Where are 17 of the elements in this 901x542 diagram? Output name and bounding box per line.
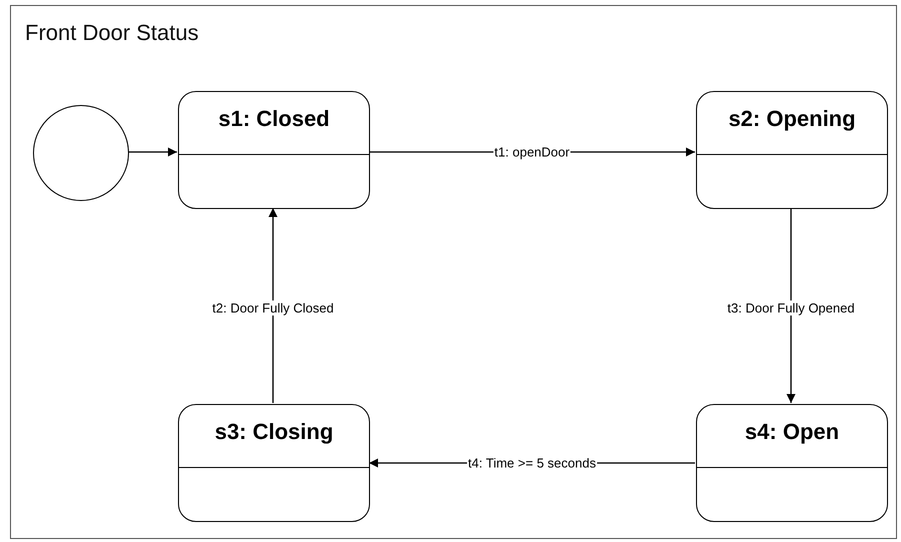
transition-label: t1: openDoor: [493, 144, 571, 160]
state-name: s2: Opening: [727, 106, 857, 132]
state-box: [178, 404, 370, 522]
transition-arrow: [268, 208, 278, 403]
transition-label: t2: Door Fully Closed: [211, 300, 335, 315]
transition-label: t3: Door Fully Opened: [726, 300, 856, 315]
transition-label: t4: Time >= 5 seconds: [467, 456, 597, 470]
state-name: s3: Closing: [214, 419, 334, 445]
state-name: s1: Closed: [217, 106, 331, 132]
state-box: [178, 91, 370, 209]
diagram-frame: [10, 5, 897, 539]
state-box: [696, 404, 888, 522]
state-box: [696, 91, 888, 209]
state-name: s4: Open: [744, 419, 840, 445]
frame-label: Front Door Status: [25, 20, 199, 46]
transition-arrow: [128, 148, 177, 156]
transition-arrow: [786, 208, 796, 403]
